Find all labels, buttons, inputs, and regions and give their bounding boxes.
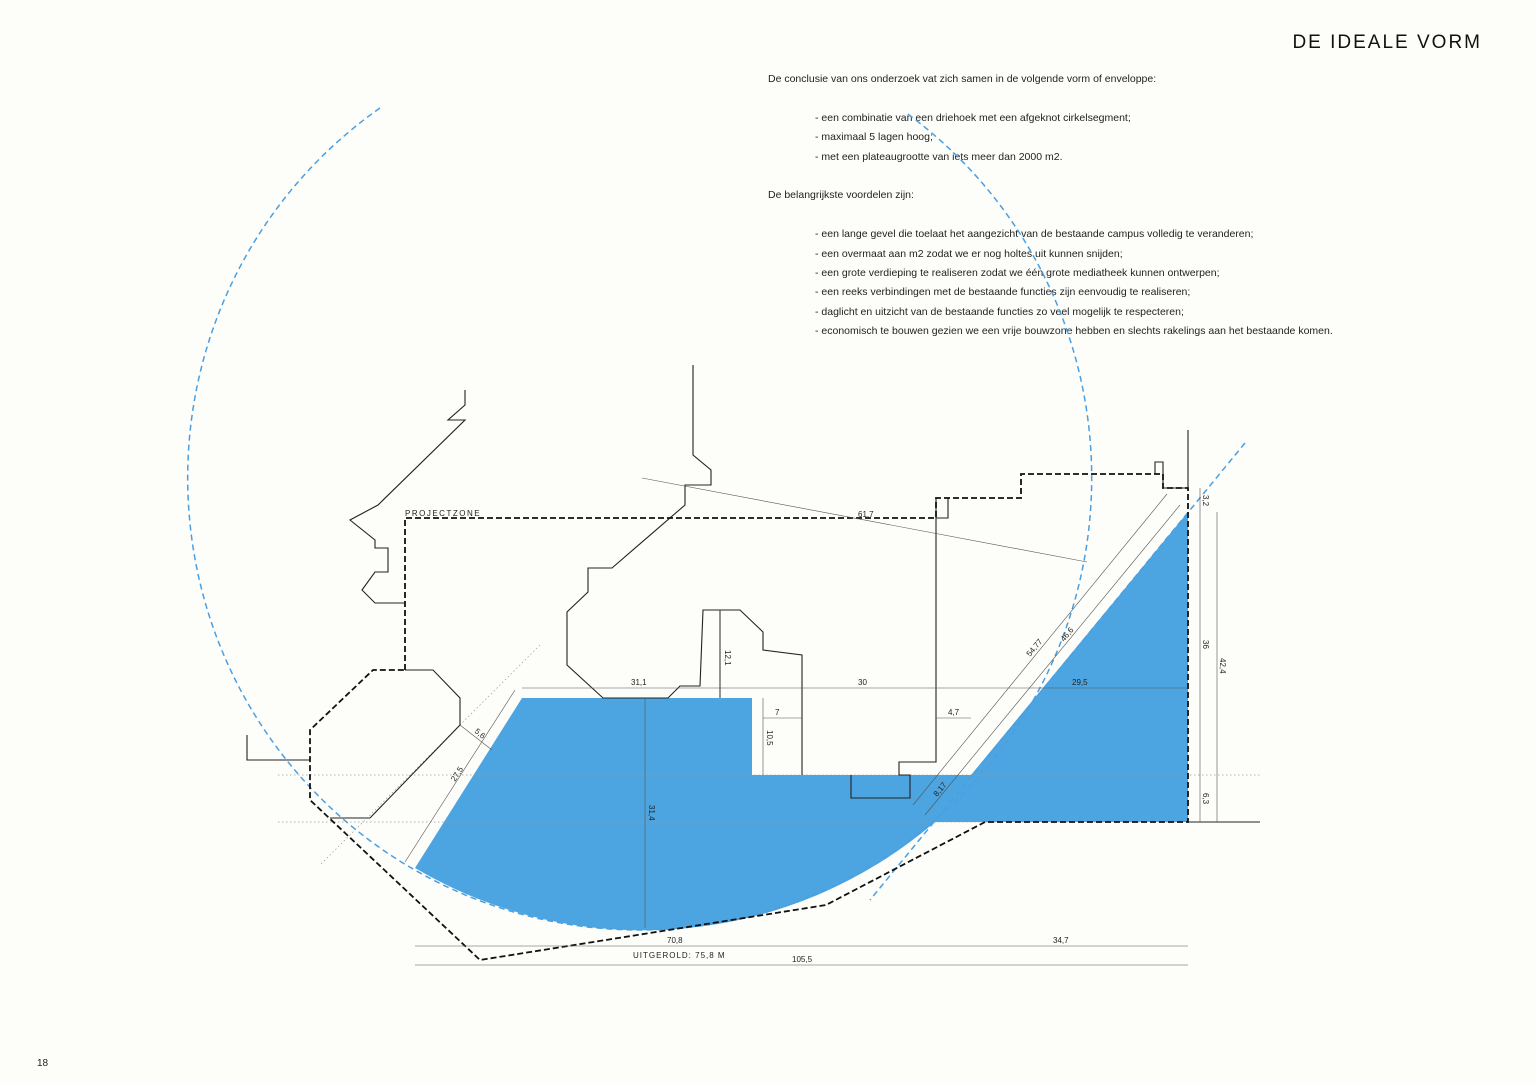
conclusion-text: De conclusie van ons onderzoek vat zich … [768,70,1333,342]
dim-label: 46,6 [1059,625,1076,643]
advantage-item: - een lange gevel die toelaat het aangez… [815,228,1254,241]
dim-label: 34,7 [1053,936,1069,945]
projectzone-label: PROJECTZONE [405,509,481,518]
form-item: - maximaal 5 lagen hoog; [815,131,933,144]
advantage-item: - daglicht en uitzicht van de bestaande … [815,305,1184,318]
advantage-item: - een grote verdieping te realiseren zod… [815,267,1220,280]
diagonal-guide [869,442,1246,901]
dim-label: 70,8 [667,936,683,945]
existing-buildings [246,365,1260,823]
dim-label: 36 [1201,640,1210,649]
advantage-item: - een reeks verbindingen met de bestaand… [815,286,1191,299]
dim-label: 3,2 [1201,495,1210,507]
dim-label: 7 [775,708,780,717]
advantage-item: - economisch te bouwen gezien we een vri… [815,325,1333,338]
unrolled-label: UITGEROLD: 75,8 M [633,951,726,960]
dim-label: 30 [858,678,867,687]
advantages-heading: De belangrijkste voordelen zijn: [768,189,914,202]
dim-label: 29,5 [1072,678,1088,687]
dimension-lines [404,477,1218,966]
circle-guide [187,107,1093,931]
dim-label: 12,1 [723,650,732,666]
page-number: 18 [37,1058,49,1069]
dim-label: 10,5 [765,730,774,746]
dim-label: 6,3 [1201,793,1210,805]
advantage-item: - een overmaat aan m2 zodat we er nog ho… [815,247,1123,260]
form-item: - een combinatie van een driehoek met ee… [815,111,1131,124]
dim-label: 31,4 [647,805,656,821]
dim-label: 61,7 [858,510,874,519]
dim-label: 42,4 [1218,658,1227,674]
intro-paragraph: De conclusie van ons onderzoek vat zich … [768,73,1157,85]
dim-label: 4,7 [948,708,960,717]
dim-label: 31,1 [631,678,647,687]
dim-label: 5,6 [473,727,488,741]
project-zone-boundary [309,473,1189,961]
dim-label: 105,5 [792,955,813,964]
form-item: - met een plateaugrootte van iets meer d… [815,150,1063,163]
dim-label: 27,5 [449,765,465,783]
page-title: DE IDEALE VORM [1292,32,1482,53]
ideal-form-shape [415,512,1188,931]
